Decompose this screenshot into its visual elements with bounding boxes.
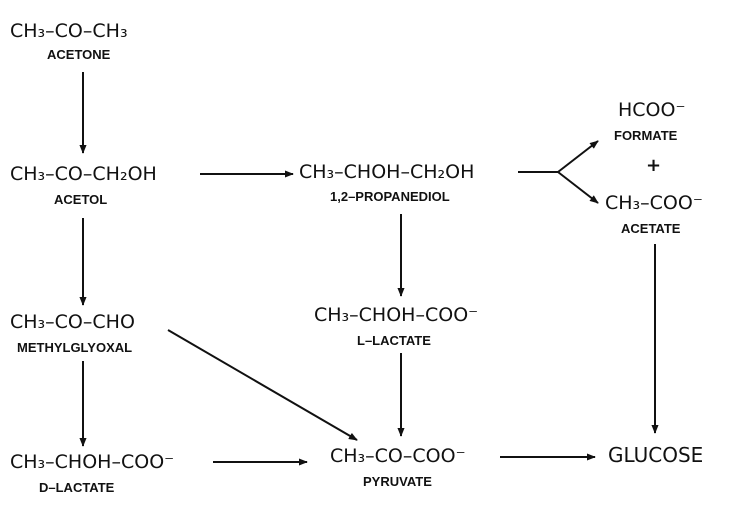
arrow-branch-to-acetate [557,171,599,204]
d-lactate-label: D–LACTATE [39,480,115,495]
acetone-label: ACETONE [47,47,111,62]
d-lactate-formula: CH₃–CHOH–COO⁻ [10,451,175,473]
methylglyoxal-label: METHYLGLYOXAL [17,340,133,355]
l-lactate-label: L–LACTATE [357,333,431,348]
acetol-label: ACETOL [54,192,108,207]
acetol-formula: CH₃–CO–CH₂OH [10,163,157,185]
propanediol-label: 1,2–PROPANEDIOL [330,189,450,204]
pyruvate-label: PYRUVATE [363,474,432,489]
l-lactate-formula: CH₃–CHOH–COO⁻ [314,304,479,326]
arrow-methylglyoxal-to-pyruvate [167,329,358,441]
methylglyoxal-formula: CH₃–CO–CHO [10,311,135,333]
formate-label: FORMATE [614,128,678,143]
propanediol-formula: CH₃–CHOH–CH₂OH [299,161,475,183]
acetate-formula: CH₃–COO⁻ [605,192,703,214]
glucose-formula: GLUCOSE [608,443,704,467]
plus-sign: + [646,155,662,176]
acetone-formula: CH₃–CO–CH₃ [10,20,128,42]
acetate-label: ACETATE [621,221,681,236]
arrow-branch-to-formate [557,140,599,173]
pyruvate-formula: CH₃–CO–COO⁻ [330,445,466,467]
formate-formula: HCOO⁻ [618,99,686,121]
